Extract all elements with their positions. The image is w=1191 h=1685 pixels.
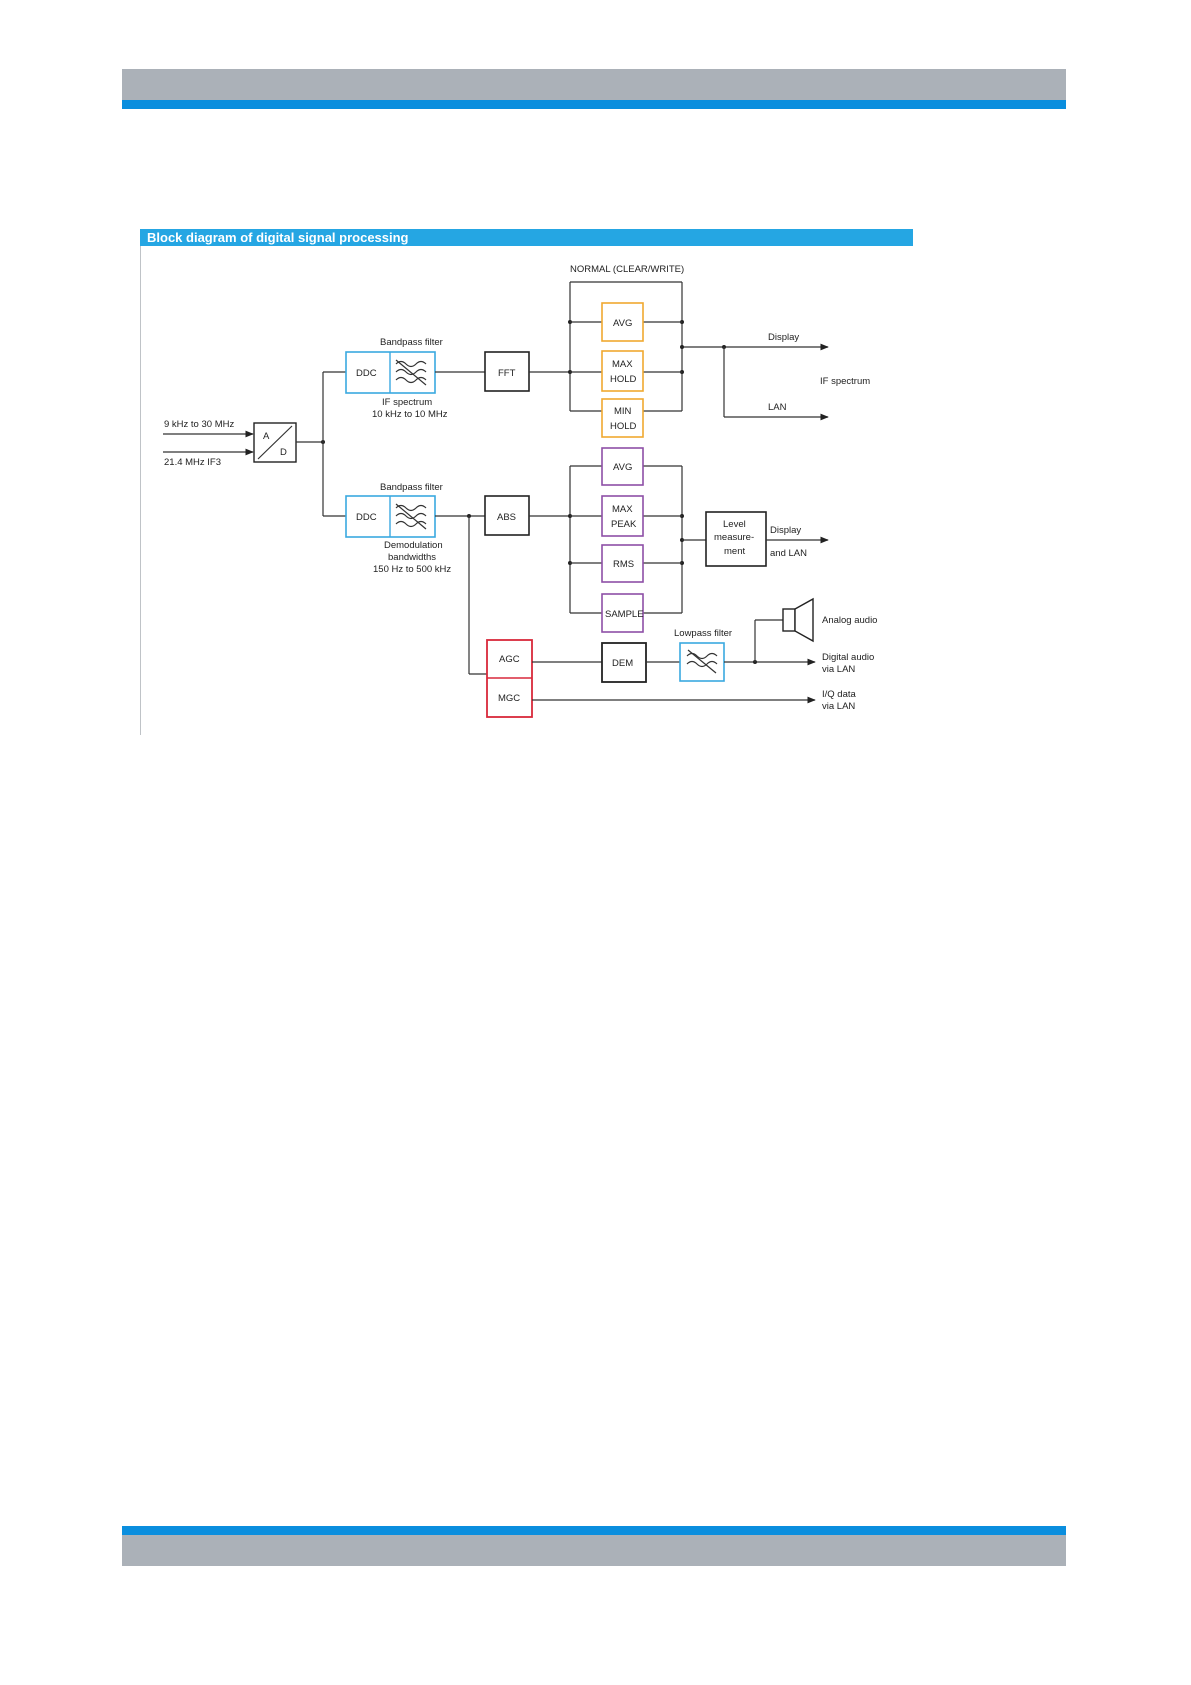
lowpass-icon xyxy=(686,649,718,674)
footer-accent-line xyxy=(122,1526,1066,1535)
level-measurement-block xyxy=(705,511,767,567)
fft-label: FFT xyxy=(498,368,516,379)
min-hold-label-2: HOLD xyxy=(610,421,637,432)
mgc-label: MGC xyxy=(498,693,520,704)
ddc-upper-label: DDC xyxy=(356,368,377,379)
bandpass-upper-icon xyxy=(395,359,427,386)
agc-label: AGC xyxy=(499,654,520,665)
min-hold-block xyxy=(601,398,644,438)
digital-audio-label-2: via LAN xyxy=(822,664,855,675)
demod-label-3: 150 Hz to 500 kHz xyxy=(373,564,451,575)
figure-title-bar xyxy=(140,229,913,246)
sample-label: SAMPLE xyxy=(605,609,644,620)
demod-label-2: bandwidths xyxy=(388,552,436,563)
ad-label-a: A xyxy=(263,431,270,442)
level-label-1: Level xyxy=(723,519,746,530)
analog-audio-label: Analog audio xyxy=(822,615,877,626)
level-label-2: measure- xyxy=(714,532,754,543)
avg-lower-label: AVG xyxy=(613,462,632,473)
rms-label: RMS xyxy=(613,559,634,570)
digital-audio-label-1: Digital audio xyxy=(822,652,874,663)
ad-label-d: D xyxy=(280,447,287,458)
ddc-lower-label: DDC xyxy=(356,512,377,523)
max-hold-label-1: MAX xyxy=(612,359,633,370)
and-lan-label: and LAN xyxy=(770,548,807,559)
avg-upper-block xyxy=(601,302,644,342)
avg-lower-block xyxy=(601,447,644,486)
bandpass-lower-icon xyxy=(395,503,427,530)
display-lower-label: Display xyxy=(770,525,801,536)
ad-converter-diagonal xyxy=(257,425,293,460)
max-hold-block xyxy=(601,350,644,392)
demod-label-1: Demodulation xyxy=(384,540,443,551)
figure-left-rule xyxy=(140,246,141,735)
min-hold-label-1: MIN xyxy=(614,406,632,417)
header-band xyxy=(122,69,1066,100)
normal-clear-write-label: NORMAL (CLEAR/WRITE) xyxy=(570,264,684,275)
max-hold-label-2: HOLD xyxy=(610,374,637,385)
bandpass-upper-label: Bandpass filter xyxy=(380,337,443,348)
header-accent-line xyxy=(122,100,1066,109)
display-upper-label: Display xyxy=(768,332,799,343)
max-peak-label-1: MAX xyxy=(612,504,633,515)
max-peak-label-2: PEAK xyxy=(611,519,637,530)
input-label-2: 21.4 MHz IF3 xyxy=(164,457,221,468)
level-label-3: ment xyxy=(724,546,745,557)
input-label-1: 9 kHz to 30 MHz xyxy=(164,419,234,430)
if-spectrum-label-2: 10 kHz to 10 MHz xyxy=(372,409,448,420)
if-spectrum-label-1: IF spectrum xyxy=(382,397,432,408)
lowpass-label: Lowpass filter xyxy=(674,628,732,639)
speaker-icon xyxy=(782,597,814,643)
iq-data-label-2: via LAN xyxy=(822,701,855,712)
iq-data-label-1: I/Q data xyxy=(822,689,857,700)
avg-upper-label: AVG xyxy=(613,318,632,329)
lan-upper-label: LAN xyxy=(768,402,787,413)
max-peak-block xyxy=(601,495,644,537)
node xyxy=(680,345,684,349)
abs-label: ABS xyxy=(497,512,516,523)
bandpass-lower-label: Bandpass filter xyxy=(380,482,443,493)
figure-title: Block diagram of digital signal processi… xyxy=(147,230,409,245)
rms-block xyxy=(601,544,644,583)
footer-band xyxy=(122,1535,1066,1566)
if-spectrum-output-label: IF spectrum xyxy=(820,376,870,387)
dem-label: DEM xyxy=(612,658,633,669)
sample-block xyxy=(601,593,644,633)
